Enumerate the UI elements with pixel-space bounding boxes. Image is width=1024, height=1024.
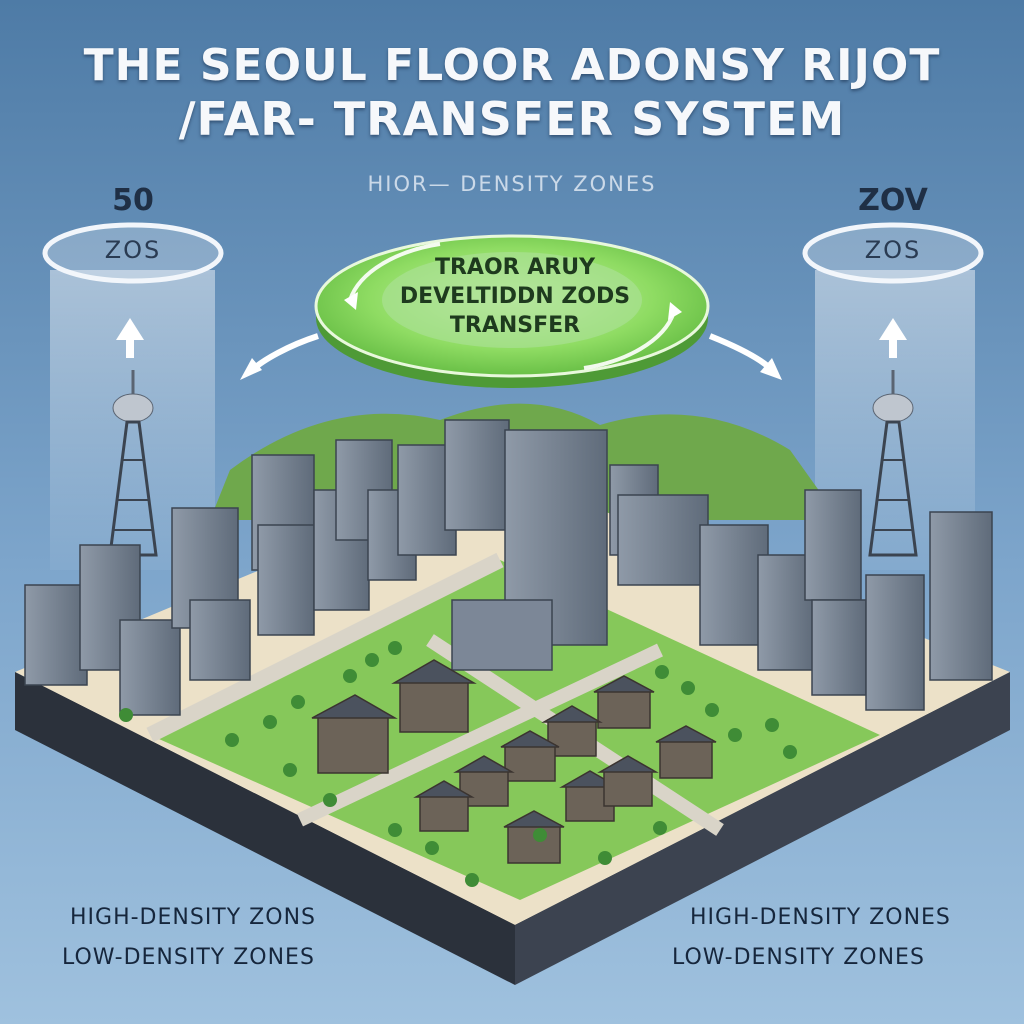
legend-left-low-density: LOW-DENSITY ZONES [62,945,315,970]
right-up-arrow-icon [879,318,907,358]
left-up-arrow-icon [116,318,144,358]
legend-left-high-density: HIGH-DENSITY ZONS [70,905,316,930]
legend-right-low-density: LOW-DENSITY ZONES [672,945,925,970]
legend-right-high-density: HIGH-DENSITY ZONES [690,905,951,930]
disc-text-line-2: DEVELTIDDN ZODS [399,284,631,309]
left-marker-label: ZOS [104,236,162,264]
right-marker-number: ZOV [858,183,928,218]
low-density-houses [311,659,717,864]
left-tower [108,370,158,557]
disc-text-line-3: TRANSFER [449,313,581,338]
right-marker-label: ZOS [864,236,922,264]
diagram-title-line-2: /FAR- TRANSFER SYSTEM [178,92,846,146]
transfer-disc [314,234,710,388]
high-density-buildings [24,419,993,716]
left-marker-number: 50 [112,183,154,218]
trees [119,641,797,887]
left-transfer-arrow-icon [240,333,319,380]
diagram-title-line-1: THE SEOUL FLOOR ADONSY RIJOT [83,40,941,91]
right-tower [868,370,918,557]
left-zone-ellipse [42,222,224,284]
right-transfer-arrow-icon [708,333,782,380]
diagram-subtitle: HIOR— DENSITY ZONES [367,172,657,196]
right-zone-ellipse [802,222,984,284]
disc-text-line-1: TRAOR ARUY [434,255,596,280]
